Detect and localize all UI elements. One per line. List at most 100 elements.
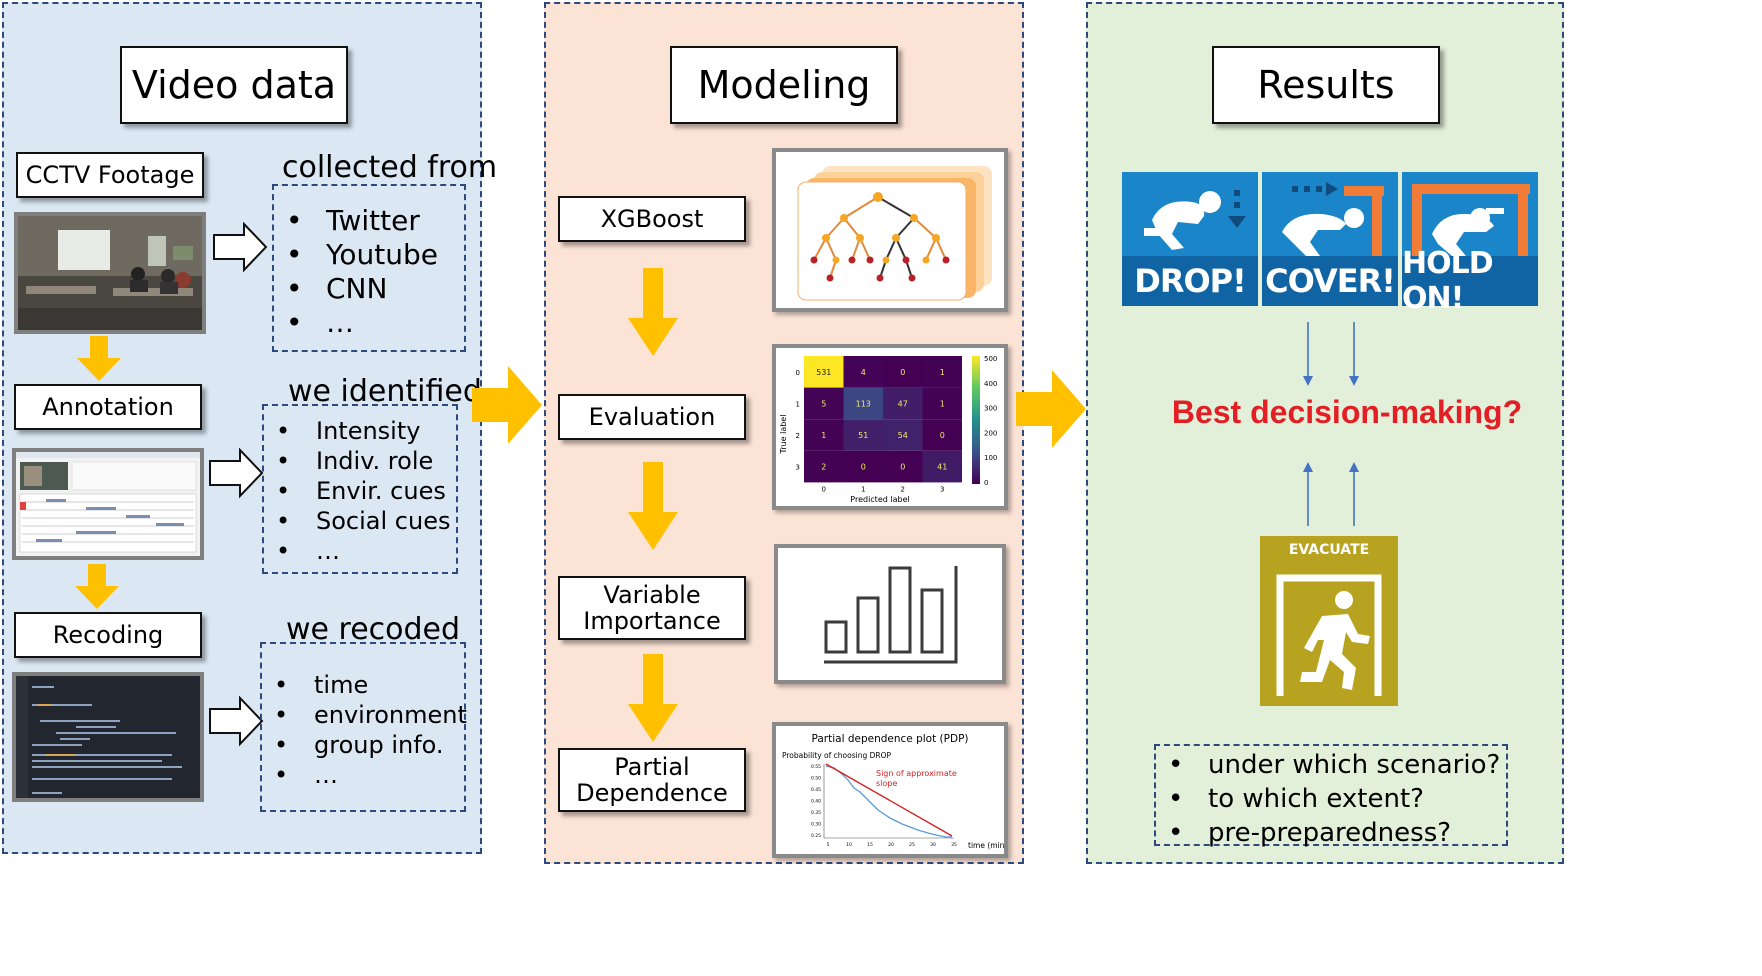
cm-cell-value: 0 [900,463,905,472]
cm-cell-value: 531 [816,368,831,377]
cm-cell [883,387,923,420]
cm-cell-value: 4 [861,368,866,377]
annotation-software-image [12,448,204,560]
collected-from-list: Twitter Youtube CNN … [272,184,466,352]
list-item: environment [274,700,467,730]
cm-cell-value: 54 [898,431,908,440]
we-identified-caption: we identified [288,374,482,409]
pdp-xtick: 15 [867,842,873,848]
list-item: Twitter [286,204,438,238]
cm-cell-value: 47 [898,399,908,408]
code-editor-image [12,672,204,802]
pdp-ytick: 0.50 [811,776,821,782]
drop-label: DROP! [1122,256,1258,306]
pdp-ytick: 0.45 [811,787,821,793]
cover-label: COVER! [1262,256,1398,306]
pdp-curve [825,765,952,838]
evacuate-sign: EVACUATE [1260,536,1398,706]
list-item: Indiv. role [276,446,450,476]
cm-ytick: 0 [796,369,800,377]
pdp-ytick: 0.25 [811,833,821,839]
cm-cell-value: 1 [940,399,945,408]
cm-cell [804,356,844,388]
hollow-arrow-1 [213,222,268,272]
cm-cell-value: 113 [856,399,871,408]
importance-bar-1 [824,620,848,654]
cm-ytick: 2 [796,432,800,440]
cm-cell [843,450,883,483]
hold-on-label: HOLD ON! [1402,246,1538,316]
hollow-arrow-3 [209,696,264,746]
results-panel [1086,2,1564,864]
annotation-box: Annotation [14,384,202,430]
list-item: under which scenario? [1168,748,1500,782]
variable-importance-line-1: Variable [603,581,701,609]
cm-cell-value: 0 [940,431,945,440]
variable-importance-line-2: Importance [583,607,721,635]
cm-cell [922,387,962,420]
evacuate-label: EVACUATE [1288,542,1370,558]
cm-cell [922,356,962,388]
cm-cell [804,387,844,420]
pdp-chart: Partial dependence plot (PDP) Probabilit… [782,733,1004,850]
pdp-xtick: 30 [930,842,936,848]
cm-cell-value: 51 [858,431,868,440]
cm-cell-value: 5 [821,399,826,408]
pdp-annotation-1: Sign of approximate [876,769,957,778]
pdp-xtick: 35 [951,842,957,848]
cm-cell-value: 0 [861,463,866,472]
list-item: Envir. cues [276,476,450,506]
cm-colorbar-tick: 0 [984,479,988,487]
pdp-xtick: 10 [846,842,852,848]
cm-ytick: 3 [796,464,800,472]
identified-list: Intensity Indiv. role Envir. cues Social… [262,404,458,574]
pdp-title: Partial dependence plot (PDP) [812,733,969,745]
cm-colorbar-tick: 200 [984,429,997,437]
cm-colorbar-tick: 400 [984,380,997,388]
importance-bar-2 [856,596,880,654]
pdp-xtick: 20 [888,842,894,848]
cm-cell-value: 0 [900,368,905,377]
cm-xtick: 1 [861,485,865,493]
yellow-down-arrow-4 [628,462,678,550]
cm-colorbar-tick: 300 [984,405,997,413]
list-item: Social cues [276,506,451,536]
list-item: … [276,536,450,566]
yellow-right-arrow-1 [472,366,542,444]
cm-xtick: 2 [901,485,905,493]
xgboost-box: XGBoost [558,196,746,242]
we-recoded-caption: we recoded [286,612,461,647]
partial-dependence-line-1: Partial [614,753,690,781]
partial-dependence-line-2: Dependence [576,779,728,807]
cm-ylabel: True label [779,415,788,455]
recoding-box: Recoding [14,612,202,658]
cm-cell-value: 1 [940,368,945,377]
cm-cell-value: 1 [821,431,826,440]
cctv-classroom-image [14,212,206,334]
pdp-ytick: 0.30 [811,822,821,828]
pdp-annotation-2: slope [876,779,897,788]
cm-cell-value: 41 [937,463,947,472]
results-questions-list: under which scenario? to which extent? p… [1154,744,1508,850]
cm-cell [843,356,883,388]
cm-colorbar-tick: 500 [984,355,997,363]
video-data-title: Video data [120,46,348,124]
yellow-down-arrow-1 [77,336,121,381]
evaluation-box: Evaluation [558,394,746,440]
cm-xtick: 0 [822,485,826,493]
pdp-xtick: 25 [909,842,915,848]
pdp-ytick: 0.55 [811,764,821,770]
variable-importance-card [774,544,1006,684]
list-item: CNN [286,272,438,306]
list-item: time [274,670,467,700]
yellow-down-arrow-3 [628,268,678,356]
yellow-down-arrow-2 [75,564,119,609]
cm-colorbar [972,356,980,484]
list-item: Youtube [286,238,438,272]
pdp-card: Partial dependence plot (PDP) Probabilit… [772,722,1008,858]
drop-sign: DROP! [1122,172,1258,306]
yellow-down-arrow-5 [628,654,678,742]
blue-arrows [1303,322,1359,526]
